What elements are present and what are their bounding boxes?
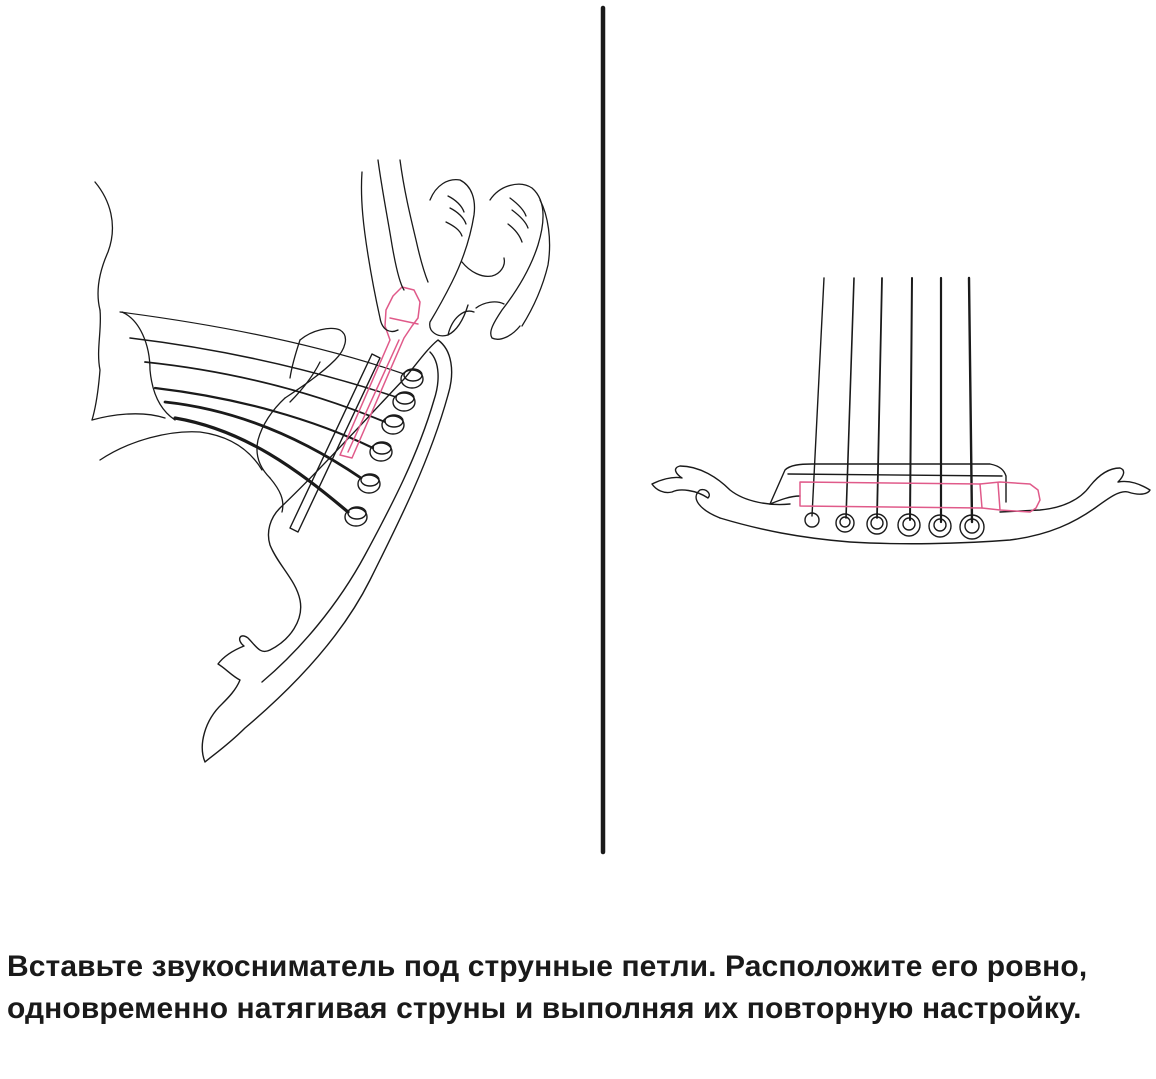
pickup-element <box>339 286 421 459</box>
bridge-strings <box>811 276 974 524</box>
bridge-pin-holes <box>804 512 985 540</box>
guitar-strings <box>119 311 405 514</box>
bridge-plate <box>201 339 453 763</box>
bridge-with-pickup-illustration <box>651 276 1151 545</box>
instruction-illustration <box>91 5 1151 855</box>
left-hand <box>91 181 347 513</box>
pickup-seated <box>799 481 1041 513</box>
hand-inserting-pickup-illustration <box>91 159 551 763</box>
instruction-caption: Вставьте звукосниматель под струнные пет… <box>7 950 1088 1025</box>
bridge-body <box>651 463 1151 545</box>
right-hand-fingers <box>360 159 551 340</box>
